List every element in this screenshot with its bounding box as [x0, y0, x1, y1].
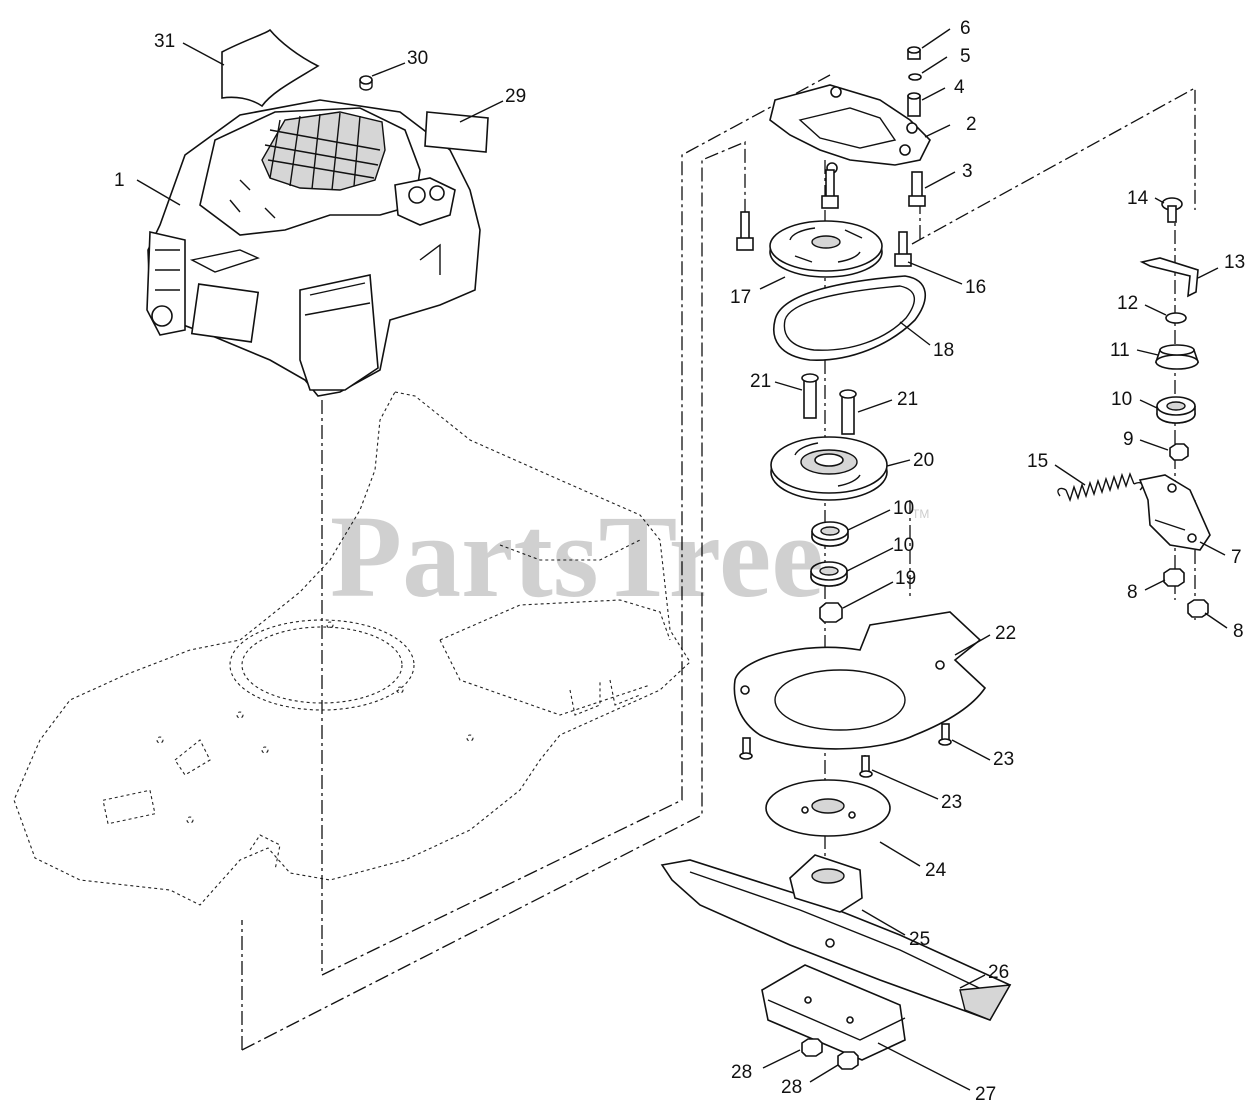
nut-part-19 — [819, 602, 843, 623]
bolt-part-21a — [801, 373, 819, 419]
callout-17: 17 — [730, 287, 751, 308]
callout-28a: 28 — [731, 1062, 752, 1083]
callout-18: 18 — [933, 340, 954, 361]
adapter-part-25 — [789, 854, 863, 913]
watermark-trademark: TM — [912, 507, 929, 521]
bolt-part-16 — [894, 231, 912, 267]
callout-8b: 8 — [1233, 621, 1244, 642]
bracket-part-13 — [1139, 257, 1199, 298]
callout-26: 26 — [988, 962, 1009, 983]
callout-1: 1 — [114, 170, 125, 191]
nut-part-8b — [1187, 599, 1209, 618]
callout-22: 22 — [995, 623, 1016, 644]
callout-23a: 23 — [993, 749, 1014, 770]
callout-2: 2 — [966, 114, 977, 135]
nut-part-9 — [1169, 443, 1189, 461]
callout-19: 19 — [895, 568, 916, 589]
bolt-left-bracket — [736, 211, 754, 251]
callout-11: 11 — [1110, 340, 1130, 361]
callout-23b: 23 — [941, 792, 962, 813]
belt-part-18 — [773, 275, 927, 361]
nut-part-6 — [907, 46, 921, 60]
callout-8a: 8 — [1127, 582, 1138, 603]
callout-28b: 28 — [781, 1077, 802, 1098]
callout-labels: 1 2 3 4 5 6 7 8 8 9 10 10 10 11 12 13 14… — [114, 18, 1245, 1105]
callout-10b: 10 — [893, 498, 914, 519]
mower-deck-outline — [13, 391, 691, 906]
callout-3: 3 — [962, 161, 973, 182]
callout-21b: 21 — [897, 389, 918, 410]
plate-part-27 — [761, 964, 906, 1061]
nut-part-8a — [1163, 568, 1185, 587]
callout-15: 15 — [1027, 451, 1048, 472]
bolt-center-bracket — [821, 169, 839, 209]
callout-25: 25 — [909, 929, 930, 950]
callout-7: 7 — [1231, 547, 1242, 568]
callout-20: 20 — [913, 450, 934, 471]
screw-part-23b — [859, 755, 873, 778]
pulley-part-17 — [769, 220, 883, 278]
callout-5: 5 — [960, 46, 971, 67]
washer-part-5 — [908, 73, 922, 81]
leader-lines — [136, 28, 1228, 1091]
bearing-part-10-upper — [811, 521, 849, 547]
label-part-29 — [424, 111, 489, 153]
hub-part-20 — [770, 436, 888, 501]
callout-27: 27 — [975, 1084, 996, 1105]
callout-29: 29 — [505, 86, 526, 107]
callout-21a: 21 — [750, 371, 771, 392]
washer-part-12 — [1165, 312, 1187, 324]
nut-part-28a — [801, 1038, 823, 1057]
screw-left-housing — [739, 737, 753, 760]
watermark-text: PartsTree — [330, 491, 824, 622]
bolt-part-3 — [908, 171, 926, 207]
bolt-part-21b — [839, 389, 857, 435]
nut-part-28b — [837, 1051, 859, 1070]
engine-assembly — [146, 99, 481, 397]
nut-part-30 — [359, 75, 373, 91]
callout-9: 9 — [1123, 429, 1134, 450]
blade-housing-part-22 — [733, 611, 987, 750]
callout-13: 13 — [1224, 252, 1245, 273]
arm-part-7 — [1138, 474, 1211, 551]
disc-part-24 — [765, 779, 891, 837]
callout-30: 30 — [407, 48, 428, 69]
bearing-part-10-lower — [810, 561, 848, 587]
pin-part-14 — [1161, 197, 1183, 223]
decal-part-31 — [221, 28, 320, 108]
callout-6: 6 — [960, 18, 971, 39]
callout-12: 12 — [1117, 293, 1138, 314]
callout-24: 24 — [925, 860, 947, 881]
screw-part-23a — [938, 723, 952, 746]
mount-bracket-part-2 — [769, 84, 931, 166]
callout-31: 31 — [154, 31, 175, 52]
callout-10a: 10 — [1111, 389, 1132, 410]
cap-part-11 — [1154, 344, 1200, 370]
callout-10c: 10 — [893, 535, 914, 556]
callout-4: 4 — [954, 77, 965, 98]
callout-14: 14 — [1127, 188, 1149, 209]
blade-part-26 — [660, 859, 1012, 1021]
callout-16: 16 — [965, 277, 986, 298]
bearing-part-10-right — [1156, 396, 1196, 424]
spring-part-15 — [1057, 471, 1144, 503]
spacer-part-4 — [907, 92, 921, 117]
